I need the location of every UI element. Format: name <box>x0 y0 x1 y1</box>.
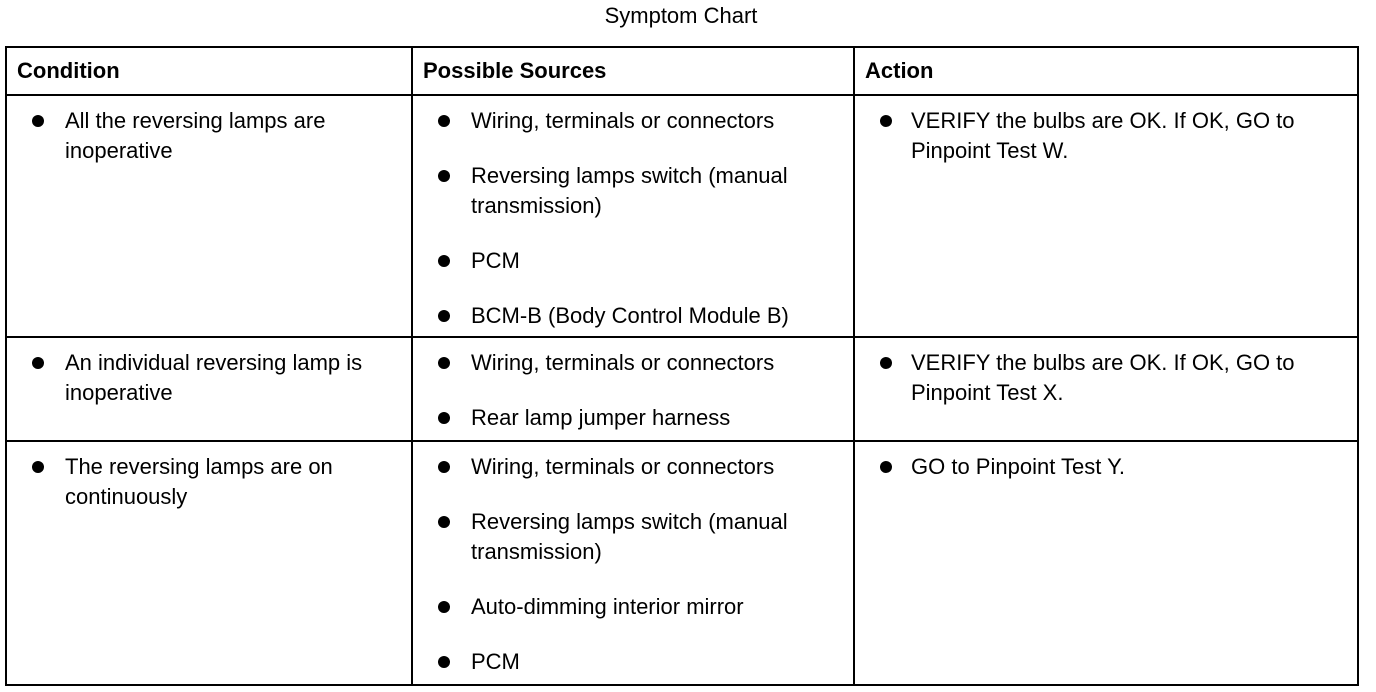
table-row: All the reversing lamps are inoperative … <box>5 94 1359 338</box>
list-item-text: Wiring, terminals or connectors <box>471 350 775 375</box>
bullet-icon <box>438 255 450 267</box>
list-item: GO to Pinpoint Test Y. <box>855 452 1357 482</box>
list-item: An individual reversing lamp is inoperat… <box>7 348 411 408</box>
possible-sources-cell: Wiring, terminals or connectors Rear lam… <box>411 336 855 442</box>
bullet-icon <box>438 115 450 127</box>
sources-list: Wiring, terminals or connectors Rear lam… <box>413 338 853 437</box>
bullet-icon <box>880 115 892 127</box>
bullet-icon <box>438 656 450 668</box>
list-item: VERIFY the bulbs are OK. If OK, GO to Pi… <box>855 348 1357 408</box>
bullet-icon <box>438 310 450 322</box>
bullet-icon <box>438 170 450 182</box>
bullet-icon <box>880 357 892 369</box>
table-row: The reversing lamps are on continuously … <box>5 440 1359 686</box>
list-item: Wiring, terminals or connectors <box>413 452 853 482</box>
bullet-icon <box>438 461 450 473</box>
bullet-icon <box>438 412 450 424</box>
list-item-text: VERIFY the bulbs are OK. If OK, GO to Pi… <box>911 350 1295 405</box>
list-item-text: Wiring, terminals or connectors <box>471 454 775 479</box>
header-action: Action <box>853 46 1359 96</box>
header-condition: Condition <box>5 46 413 96</box>
bullet-icon <box>880 461 892 473</box>
list-item-text: Auto-dimming interior mirror <box>471 594 744 619</box>
list-item: PCM <box>413 647 853 677</box>
list-item-text: Reversing lamps switch (manual transmiss… <box>471 509 788 564</box>
list-item: Wiring, terminals or connectors <box>413 106 853 136</box>
list-item: Auto-dimming interior mirror <box>413 592 853 622</box>
condition-cell: An individual reversing lamp is inoperat… <box>5 336 413 442</box>
sources-list: Wiring, terminals or connectors Reversin… <box>413 442 853 681</box>
header-possible-sources: Possible Sources <box>411 46 855 96</box>
list-item-text: PCM <box>471 248 520 273</box>
possible-sources-cell: Wiring, terminals or connectors Reversin… <box>411 440 855 686</box>
table-row: An individual reversing lamp is inoperat… <box>5 336 1359 442</box>
list-item: All the reversing lamps are inoperative <box>7 106 411 166</box>
list-item-text: All the reversing lamps are inoperative <box>65 108 326 163</box>
list-item: The reversing lamps are on continuously <box>7 452 411 512</box>
page-title: Symptom Chart <box>604 3 758 28</box>
list-item: Wiring, terminals or connectors <box>413 348 853 378</box>
list-item-text: PCM <box>471 649 520 674</box>
list-item-text: The reversing lamps are on continuously <box>65 454 333 509</box>
list-item: BCM-B (Body Control Module B) <box>413 301 853 331</box>
condition-cell: The reversing lamps are on continuously <box>5 440 413 686</box>
list-item-text: Reversing lamps switch (manual transmiss… <box>471 163 788 218</box>
bullet-icon <box>438 357 450 369</box>
bullet-icon <box>32 357 44 369</box>
bullet-icon <box>32 115 44 127</box>
list-item-text: Wiring, terminals or connectors <box>471 108 775 133</box>
list-item-text: VERIFY the bulbs are OK. If OK, GO to Pi… <box>911 108 1295 163</box>
sources-list: Wiring, terminals or connectors Reversin… <box>413 96 853 335</box>
action-list: VERIFY the bulbs are OK. If OK, GO to Pi… <box>855 338 1357 412</box>
list-item: Reversing lamps switch (manual transmiss… <box>413 161 853 221</box>
action-cell: VERIFY the bulbs are OK. If OK, GO to Pi… <box>853 94 1359 338</box>
condition-list: The reversing lamps are on continuously <box>7 442 411 516</box>
action-cell: VERIFY the bulbs are OK. If OK, GO to Pi… <box>853 336 1359 442</box>
condition-list: An individual reversing lamp is inoperat… <box>7 338 411 412</box>
action-list: VERIFY the bulbs are OK. If OK, GO to Pi… <box>855 96 1357 170</box>
list-item-text: An individual reversing lamp is inoperat… <box>65 350 363 405</box>
condition-cell: All the reversing lamps are inoperative <box>5 94 413 338</box>
possible-sources-cell: Wiring, terminals or connectors Reversin… <box>411 94 855 338</box>
list-item: PCM <box>413 246 853 276</box>
list-item-text: BCM-B (Body Control Module B) <box>471 303 789 328</box>
action-list: GO to Pinpoint Test Y. <box>855 442 1357 486</box>
list-item: Reversing lamps switch (manual transmiss… <box>413 507 853 567</box>
table-header-row: Condition Possible Sources Action <box>5 46 1359 96</box>
bullet-icon <box>438 601 450 613</box>
symptom-chart-table: Condition Possible Sources Action All th… <box>5 46 1359 686</box>
list-item-text: GO to Pinpoint Test Y. <box>911 454 1126 479</box>
list-item-text: Rear lamp jumper harness <box>471 405 731 430</box>
list-item: VERIFY the bulbs are OK. If OK, GO to Pi… <box>855 106 1357 166</box>
bullet-icon <box>32 461 44 473</box>
list-item: Rear lamp jumper harness <box>413 403 853 433</box>
action-cell: GO to Pinpoint Test Y. <box>853 440 1359 686</box>
condition-list: All the reversing lamps are inoperative <box>7 96 411 170</box>
bullet-icon <box>438 516 450 528</box>
